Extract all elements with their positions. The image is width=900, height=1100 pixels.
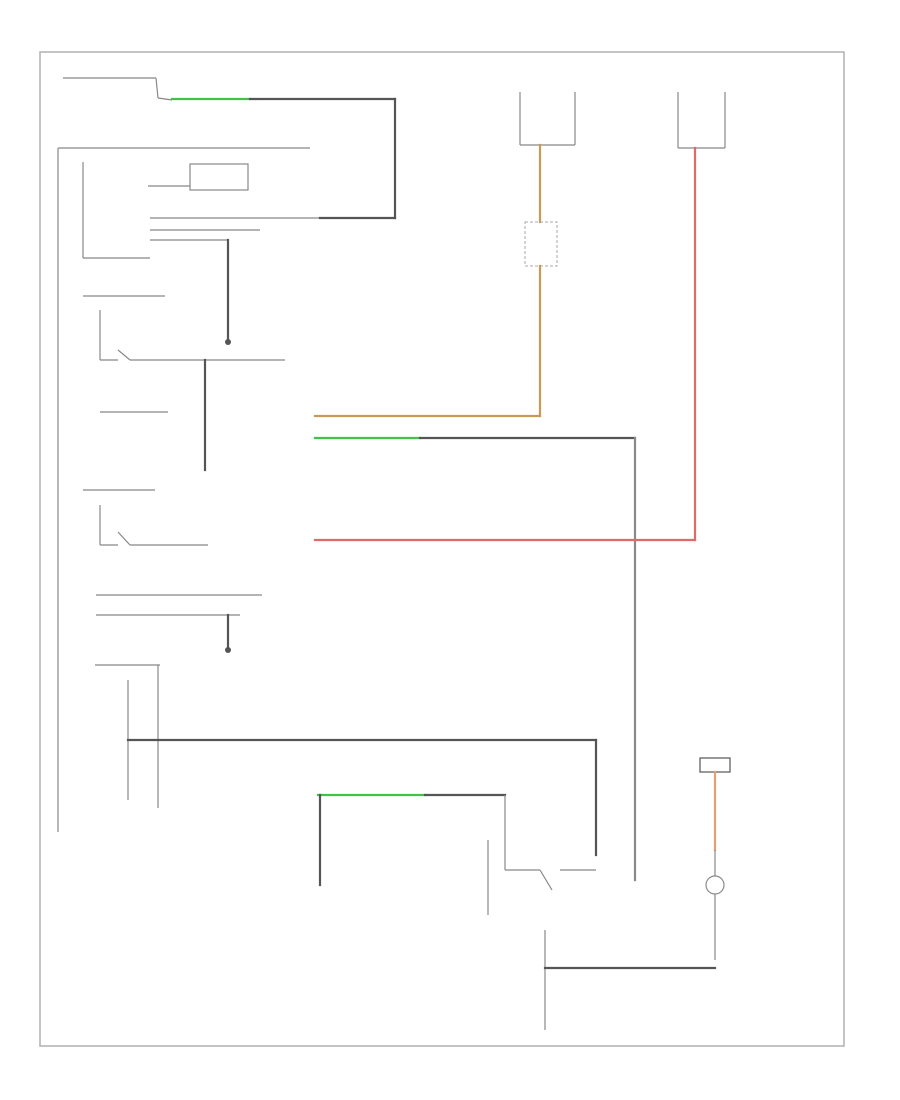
resistor-block-section [95, 664, 598, 857]
ac-switch-signal-section [63, 77, 397, 220]
fuse-2-circuit [313, 92, 726, 542]
compressor-clutch-section [57, 147, 397, 832]
ground-return-section [543, 930, 717, 1030]
rear-blower-motor-section [699, 757, 731, 960]
defroster-relay-section [83, 489, 262, 653]
blower-feed-circuit [313, 436, 637, 882]
ground-1-icon [225, 339, 231, 345]
fuse-1-circuit [313, 92, 576, 418]
ground-2-icon [225, 647, 231, 653]
diagram-border [39, 51, 845, 1047]
connector-icon [699, 757, 731, 773]
ac-control-relay-section [83, 295, 285, 472]
blower-switch-section [316, 793, 596, 915]
motor-icon [705, 875, 725, 895]
